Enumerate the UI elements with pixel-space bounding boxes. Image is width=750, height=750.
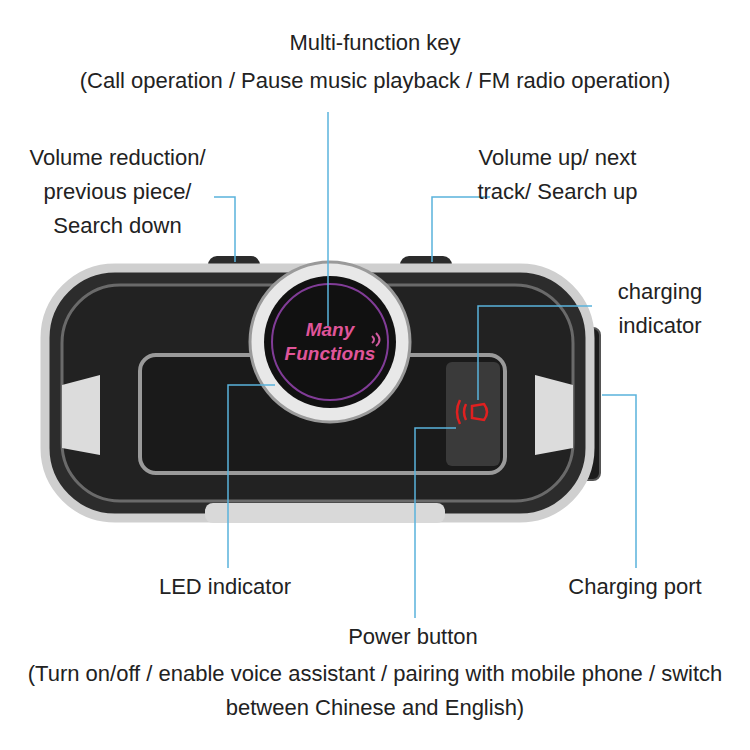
callout-label: Power button bbox=[263, 620, 563, 654]
key-face-text: Many Functions bbox=[264, 276, 396, 408]
leader-line bbox=[214, 197, 235, 262]
power-button bbox=[446, 362, 500, 466]
leader-line bbox=[415, 428, 456, 618]
leader-line bbox=[327, 112, 329, 326]
callout-label: Volume up/ next track/ Search up bbox=[450, 141, 665, 209]
key-glow bbox=[272, 284, 388, 400]
key-face bbox=[264, 276, 396, 408]
callout-label: LED indicator bbox=[125, 570, 325, 604]
power-icon bbox=[457, 400, 487, 424]
bottom-strip bbox=[205, 503, 445, 523]
leader-line bbox=[602, 395, 636, 568]
callout-label: Charging port bbox=[535, 570, 735, 604]
leader-line bbox=[432, 197, 490, 262]
callout-label: charging indicator bbox=[585, 275, 735, 343]
callout-label: (Turn on/off / enable voice assistant / … bbox=[15, 657, 735, 725]
button-text: Many Functions bbox=[275, 318, 385, 366]
leader-line bbox=[228, 385, 275, 568]
key-ring-outer bbox=[250, 262, 410, 422]
right-tab bbox=[535, 375, 573, 455]
callout-label: Multi-function key bbox=[25, 26, 725, 60]
leader-line bbox=[478, 306, 592, 400]
left-tab bbox=[62, 375, 100, 455]
callout-label: Volume reduction/ previous piece/ Search… bbox=[10, 141, 225, 243]
callout-label: (Call operation / Pause music playback /… bbox=[5, 64, 745, 98]
